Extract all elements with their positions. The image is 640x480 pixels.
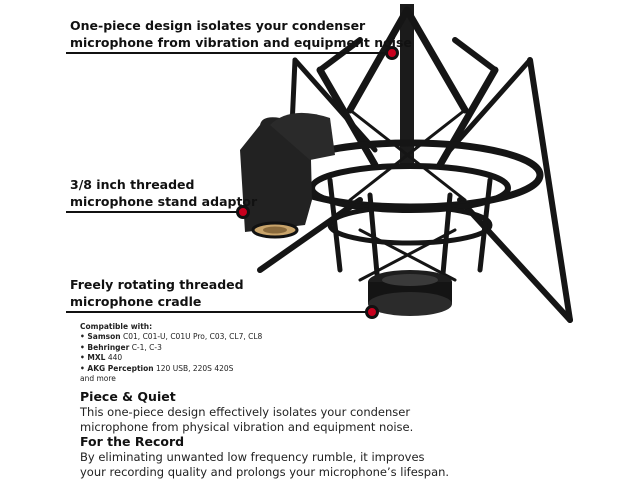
shock-mount-photo [240, 4, 573, 323]
callout-isolation-line1: One-piece design isolates your condenser [70, 18, 366, 33]
feature-body-line: This one-piece design effectively isolat… [80, 405, 411, 419]
compatibility-list: Compatible with: • Samson C01, C01-U, C0… [80, 322, 262, 384]
compat-more: and more [80, 374, 116, 384]
compat-brand: • Samson [80, 332, 121, 342]
callout-cradle: Freely rotating threaded microphone crad… [70, 276, 244, 310]
feature-body-piece-quiet: This one-piece design effectively isolat… [80, 405, 640, 435]
compat-models: 440 [105, 353, 123, 363]
feature-body-line: microphone from physical vibration and e… [80, 420, 414, 434]
callout-cradle-line2: microphone cradle [70, 294, 202, 309]
compat-models: 120 USB, 220S 420S [153, 363, 234, 373]
callout-cradle-marker [365, 305, 379, 319]
callout-stand-adaptor-line1: 3/8 inch threaded [70, 177, 195, 192]
compat-brand: • Behringer [80, 342, 130, 352]
feature-body-line: your recording quality and prolongs your… [80, 465, 450, 479]
feature-body-line: By eliminating unwanted low frequency ru… [80, 450, 425, 464]
compat-item: • Samson C01, C01-U, C01U Pro, C03, CL7,… [80, 332, 262, 342]
compat-item: • MXL 440 [80, 353, 262, 363]
callout-isolation-leader [66, 52, 391, 54]
compat-item: • AKG Perception 120 USB, 220S 420S [80, 364, 262, 374]
feature-body-for-the-record: By eliminating unwanted low frequency ru… [80, 450, 640, 480]
callout-isolation-line2: microphone from vibration and equipment … [70, 35, 412, 50]
compatibility-heading: Compatible with: [80, 322, 153, 331]
callout-cradle-line1: Freely rotating threaded [70, 277, 244, 292]
callout-stand-adaptor-leader [66, 211, 241, 213]
callout-isolation: One-piece design isolates your condenser… [70, 17, 412, 51]
callout-stand-adaptor-line2: microphone stand adaptor [70, 194, 258, 209]
compat-models: C-1, C-3 [129, 342, 162, 352]
callout-cradle-leader [66, 311, 371, 313]
feature-title-for-the-record: For the Record [80, 434, 185, 449]
compat-brand: • MXL [80, 353, 106, 363]
compat-models: C01, C01-U, C01U Pro, C03, CL7, CL8 [120, 332, 263, 342]
callout-stand-adaptor: 3/8 inch threaded microphone stand adapt… [70, 176, 257, 210]
callout-stand-adaptor-marker [236, 205, 250, 219]
callout-isolation-marker [385, 46, 399, 60]
feature-title-piece-quiet: Piece & Quiet [80, 389, 176, 404]
compat-brand: • AKG Perception [80, 363, 154, 373]
compat-item: • Behringer C-1, C-3 [80, 343, 262, 353]
